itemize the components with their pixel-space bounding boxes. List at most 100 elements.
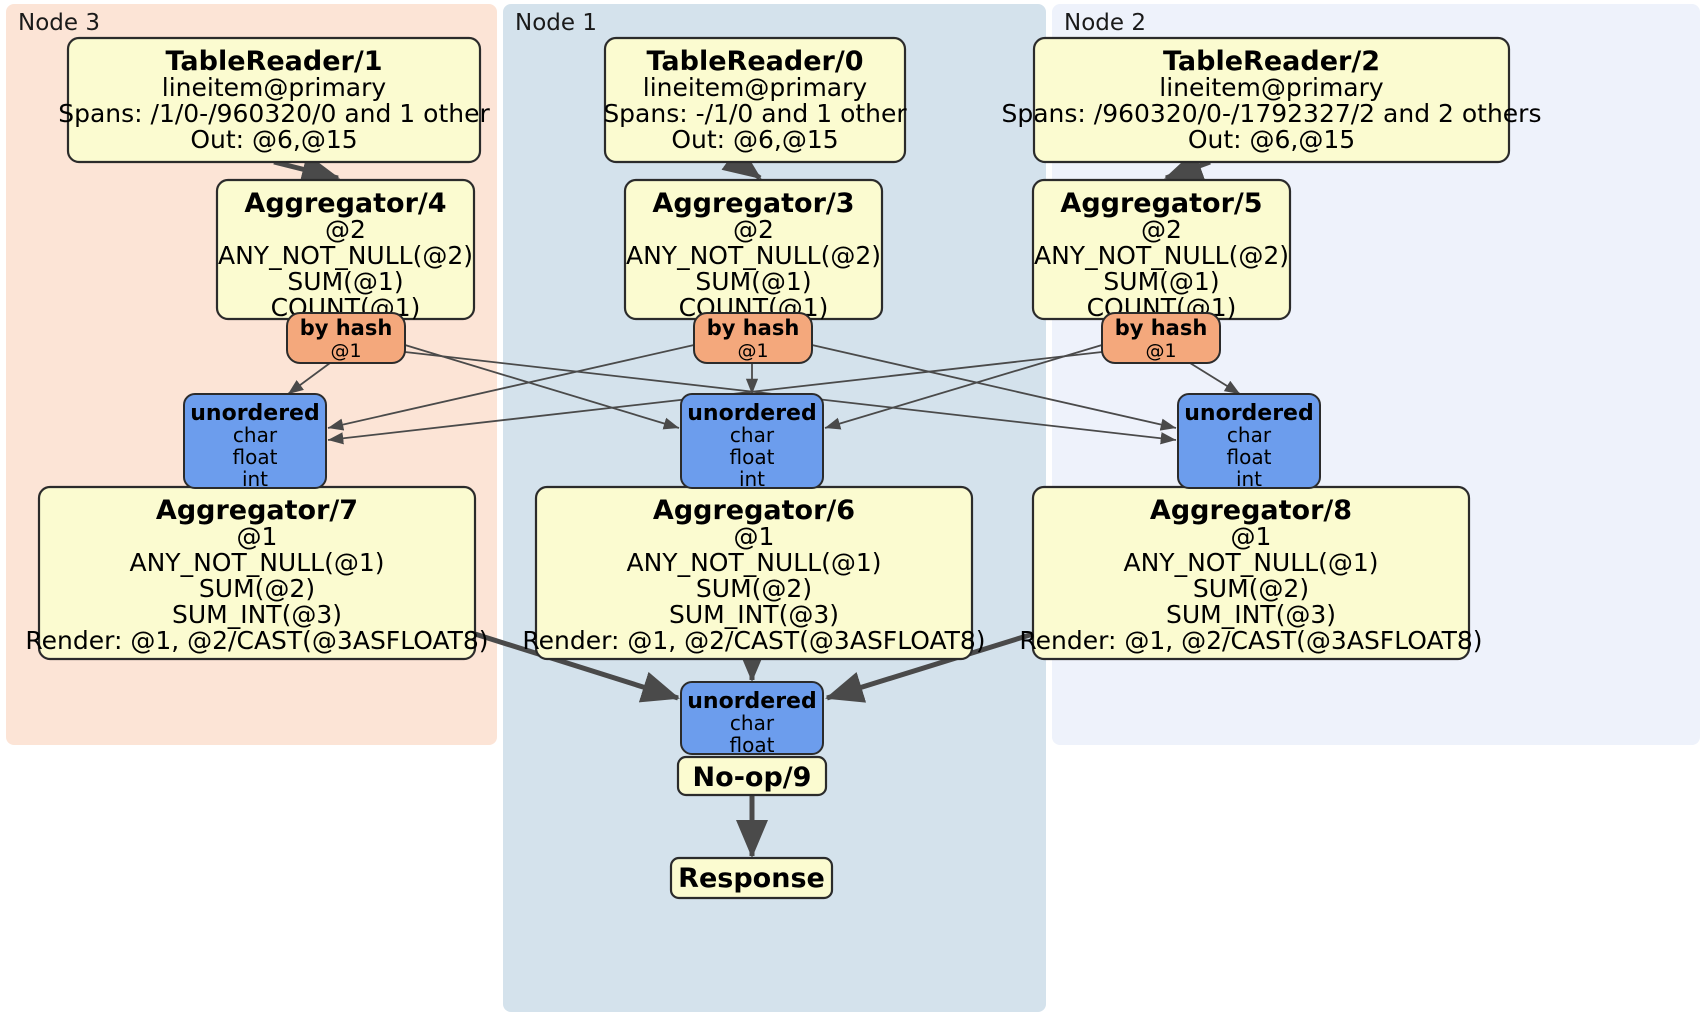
- box-response[interactable]: Response: [669, 856, 834, 900]
- processor-line: Render: @1, @2/CAST(@3ASFLOAT8): [1019, 626, 1482, 655]
- processor-line: Out: @6,@15: [190, 125, 357, 154]
- processor-aggregator4[interactable]: Aggregator/4@2ANY_NOT_NULL(@2)SUM(@1)COU…: [215, 178, 476, 322]
- processor-line: lineitem@primary: [162, 73, 387, 102]
- synchronizer-line: float: [233, 445, 278, 469]
- processor-title: Aggregator/5: [1060, 188, 1262, 219]
- synchronizer-title: unordered: [687, 689, 816, 714]
- processor-line: @1: [734, 522, 775, 551]
- processor-title: Aggregator/4: [244, 188, 446, 219]
- processor-line: SUM(@1): [695, 267, 811, 296]
- edge-byhash4-to-unordered6: [404, 344, 680, 430]
- processor-line: ANY_NOT_NULL(@1): [627, 548, 882, 577]
- node-panel-label: Node 3: [18, 10, 100, 36]
- processor-aggregator3[interactable]: Aggregator/3@2ANY_NOT_NULL(@2)SUM(@1)COU…: [623, 178, 884, 322]
- processor-line: SUM_INT(@3): [172, 600, 342, 629]
- processor-line: Out: @6,@15: [671, 125, 838, 154]
- router-line: @1: [1145, 340, 1176, 362]
- router-byhash5[interactable]: by hash@1: [1101, 312, 1221, 364]
- processor-line: SUM(@1): [1103, 267, 1219, 296]
- processor-line: SUM(@1): [287, 267, 403, 296]
- synchronizer-title: unordered: [1184, 401, 1313, 426]
- processor-line: @2: [1141, 215, 1182, 244]
- edge-byhash3-to-unordered7: [327, 344, 695, 431]
- synchronizer-line: int: [739, 467, 765, 491]
- processor-line: Spans: -/1/0 and 1 other: [603, 99, 907, 128]
- synchronizer-boxes-layer: unorderedcharfloatintunorderedcharfloati…: [183, 393, 1321, 757]
- processor-line: Render: @1, @2/CAST(@3ASFLOAT8): [522, 626, 985, 655]
- processor-title: Aggregator/6: [653, 495, 855, 526]
- processor-title: TableReader/0: [647, 46, 864, 77]
- router-byhash4[interactable]: by hash@1: [286, 312, 406, 364]
- edge-tablereader2-to-aggregator5: [1164, 150, 1211, 181]
- router-line: @1: [330, 340, 361, 362]
- synchronizer-line: int: [1236, 467, 1262, 491]
- processor-line: Out: @6,@15: [1188, 125, 1355, 154]
- processor-line: Spans: /960320/0-/1792327/2 and 2 others: [1001, 99, 1541, 128]
- processor-line: Spans: /1/0-/960320/0 and 1 other: [58, 99, 490, 128]
- router-title: by hash: [1115, 316, 1208, 340]
- synchronizer-line: char: [233, 423, 278, 447]
- processor-line: ANY_NOT_NULL(@2): [626, 241, 881, 270]
- router-line: @1: [737, 340, 768, 362]
- edge-aggregator7-to-unordered9: [474, 631, 680, 703]
- processor-line: SUM(@2): [199, 574, 315, 603]
- edge-byhash5-to-unordered6: [824, 344, 1103, 430]
- processor-line: @1: [237, 522, 278, 551]
- processor-aggregator5[interactable]: Aggregator/5@2ANY_NOT_NULL(@2)SUM(@1)COU…: [1031, 178, 1292, 322]
- processor-line: ANY_NOT_NULL(@1): [130, 548, 385, 577]
- processor-aggregator8[interactable]: Aggregator/8@1ANY_NOT_NULL(@1)SUM(@2)SUM…: [1019, 485, 1483, 661]
- box-noop9[interactable]: No-op/9: [676, 755, 828, 797]
- synchronizer-line: float: [730, 445, 775, 469]
- processor-line: SUM_INT(@3): [1166, 600, 1336, 629]
- processor-line: ANY_NOT_NULL(@2): [218, 241, 473, 270]
- synchronizer-line: char: [730, 711, 775, 735]
- box-title: Response: [678, 863, 825, 894]
- synchronizer-title: unordered: [190, 401, 319, 426]
- processor-aggregator7[interactable]: Aggregator/7@1ANY_NOT_NULL(@1)SUM(@2)SUM…: [25, 485, 489, 661]
- edge-tablereader0-to-aggregator3: [721, 143, 762, 181]
- processor-line: ANY_NOT_NULL(@2): [1034, 241, 1289, 270]
- processor-line: lineitem@primary: [1159, 73, 1384, 102]
- edge-byhash4-to-unordered7: [287, 362, 331, 395]
- synchronizer-line: float: [730, 733, 775, 757]
- synchronizer-line: float: [1227, 445, 1272, 469]
- synchronizer-line: char: [730, 423, 775, 447]
- router-title: by hash: [300, 316, 393, 340]
- router-title: by hash: [707, 316, 800, 340]
- edges-layer: [273, 143, 1241, 859]
- router-byhash3[interactable]: by hash@1: [693, 312, 813, 364]
- processor-line: SUM(@2): [1193, 574, 1309, 603]
- processor-line: Render: @1, @2/CAST(@3ASFLOAT8): [25, 626, 488, 655]
- processor-title: TableReader/2: [1163, 46, 1380, 77]
- processor-title: Aggregator/7: [156, 495, 358, 526]
- processor-line: SUM(@2): [696, 574, 812, 603]
- processor-title: TableReader/1: [166, 46, 383, 77]
- processor-aggregator6[interactable]: Aggregator/6@1ANY_NOT_NULL(@1)SUM(@2)SUM…: [522, 485, 986, 661]
- edge-byhash3-to-unordered8: [811, 344, 1177, 431]
- edge-byhash5-to-unordered8: [1189, 362, 1241, 395]
- processor-line: SUM_INT(@3): [669, 600, 839, 629]
- node-panel-label: Node 1: [515, 10, 597, 36]
- edge-tablereader1-to-aggregator4: [273, 153, 340, 185]
- processor-line: lineitem@primary: [643, 73, 868, 102]
- processor-line: @1: [1231, 522, 1272, 551]
- synchronizer-line: int: [242, 467, 268, 491]
- processor-line: @2: [325, 215, 366, 244]
- processor-line: @2: [733, 215, 774, 244]
- processor-line: ANY_NOT_NULL(@1): [1124, 548, 1379, 577]
- synchronizer-title: unordered: [687, 401, 816, 426]
- processor-title: Aggregator/8: [1150, 495, 1352, 526]
- processor-title: Aggregator/3: [652, 188, 854, 219]
- node-panel-label: Node 2: [1064, 10, 1146, 36]
